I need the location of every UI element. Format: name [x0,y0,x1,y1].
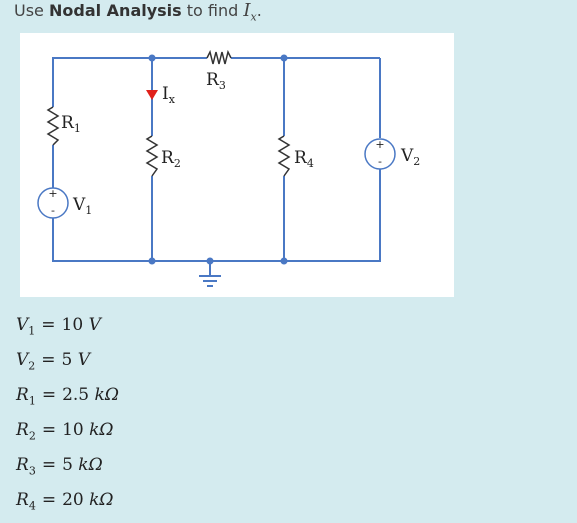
label-r3: R3 [206,70,226,92]
current-arrow-icon [146,90,158,100]
node-bottom-1 [148,257,156,265]
resistor-r2 [145,135,159,177]
equation-row: V1=10 V [16,315,101,338]
label-r4: R4 [294,148,314,170]
problem-prompt: Use Nodal Analysis to find Ix. [14,0,262,29]
node-bottom-2 [280,257,288,265]
label-r2: R2 [161,148,181,170]
equation-row: R4=20 kΩ [16,490,114,513]
resistor-r4 [277,135,291,177]
v2-minus-sign: - [378,155,382,168]
nodes [148,54,288,265]
prompt-method: Nodal Analysis [48,1,182,20]
given-values: V1=10 V V2=5 V R1=2.5 kΩ R2=10 kΩ R3=5 k… [16,308,119,518]
prompt-prefix: Use [14,1,49,20]
label-v2: V2 [400,146,420,168]
resistor-r3 [206,49,232,65]
wire-bottom [52,169,381,262]
equation-row: R3=5 kΩ [16,455,103,478]
equation-row: R2=10 kΩ [16,420,114,443]
node-bottom-ground [206,257,214,265]
node-top-2 [280,54,288,62]
v1-plus-sign: + [48,187,57,200]
prompt-middle: to find [181,1,244,20]
circuit-figure: + - + - R1 R2 R3 R4 V1 V2 Ix [20,33,454,297]
circuit-diagram: + - + - R1 R2 R3 R4 V1 V2 Ix [37,49,420,287]
prompt-suffix: . [256,1,262,20]
label-r1: R1 [61,113,81,135]
v2-plus-sign: + [375,138,384,151]
equation-row: R1=2.5 kΩ [16,385,119,408]
voltage-source-v2: + - [364,138,396,170]
resistor-r1 [46,106,60,146]
label-ix: Ix [162,84,176,106]
wires [52,57,381,287]
voltage-source-v1: + - [37,187,69,219]
wire-top-left [52,57,207,107]
v1-minus-sign: - [51,204,55,217]
node-top-1 [148,54,156,62]
equation-row: V2=5 V [16,350,91,373]
resistors [46,49,291,177]
label-v1: V1 [72,195,92,217]
prompt-variable: Ix [243,0,257,24]
